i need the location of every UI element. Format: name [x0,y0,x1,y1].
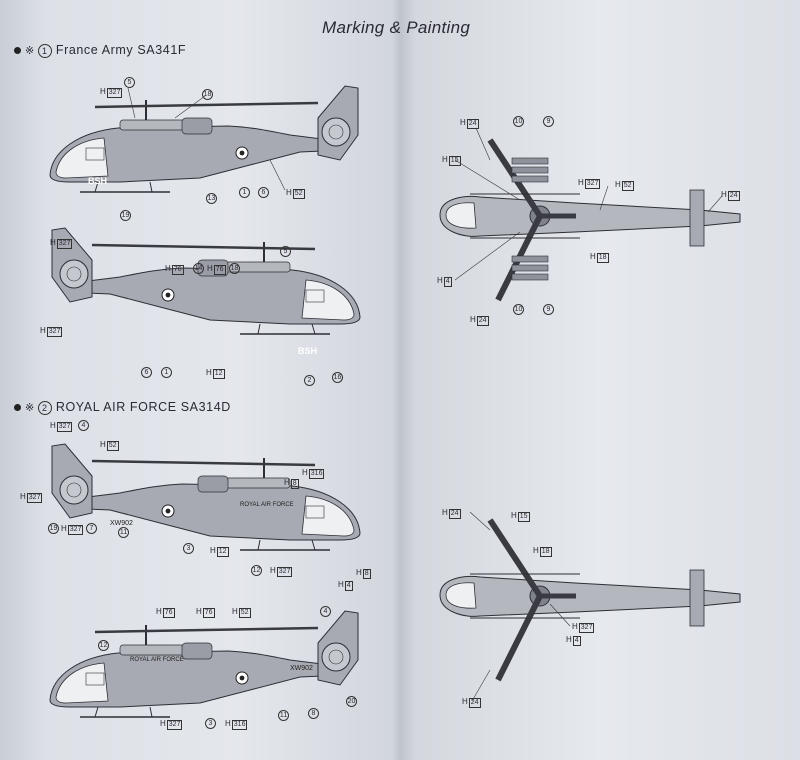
callout: 9 [543,116,554,127]
callout: 11 [118,527,129,538]
bullet-icon [14,47,21,55]
callout: 6 [258,187,269,198]
registration-bsh-1: BSH [88,176,108,186]
raf-fuselage-text-1: ROYAL AIR FORCE [240,502,294,508]
raf-side-view-2 [48,609,360,719]
callout: 12 [98,640,109,651]
registration-xw902-1: XW902 [110,520,133,527]
callout: 9 [543,304,554,315]
callout: 13 [206,193,217,204]
bullet-icon [14,404,21,412]
france-side-view-2 [50,226,362,336]
missile-launchers [511,157,549,281]
callout: 19 [48,523,59,534]
callout: 5 [124,77,135,88]
callout: 8 [308,708,319,719]
leader-lines [127,87,723,702]
section-title: ROYAL AIR FORCE SA314D [55,400,231,414]
callout: 1 [161,367,172,378]
callout: 10 [513,116,524,127]
asterisk-icon: ※ [25,402,35,414]
callout: 1 [239,187,250,198]
callout: 19 [120,210,131,221]
callout: 5 [280,246,291,257]
callout: 18 [202,89,213,100]
section-number: 2 [37,400,52,415]
callout: 6 [141,367,152,378]
callout: 20 [346,696,357,707]
section-title: France Army SA341F [55,43,187,57]
callout: 4 [320,606,331,617]
callout: 11 [278,710,289,721]
callout: 3 [205,718,216,729]
callout: 4 [78,420,89,431]
callout: 10 [513,304,524,315]
callout: 3 [183,543,194,554]
asterisk-icon: ※ [25,45,35,57]
callout: 16 [332,372,343,383]
france-top-view [440,140,740,300]
section-number: 1 [37,43,52,58]
callout: 12 [251,565,262,576]
callout: 18 [229,263,240,274]
registration-xw902-2: XW902 [290,665,313,672]
callout: 2 [304,375,315,386]
registration-bsh-2: BSH [298,346,318,356]
page-title: Marking & Painting [322,18,471,37]
callout: 7 [86,523,97,534]
raf-fuselage-text-2: ROYAL AIR FORCE [130,657,184,663]
raf-side-view-1 [50,442,362,552]
callout: 14 [193,263,204,274]
raf-top-view [440,520,740,680]
